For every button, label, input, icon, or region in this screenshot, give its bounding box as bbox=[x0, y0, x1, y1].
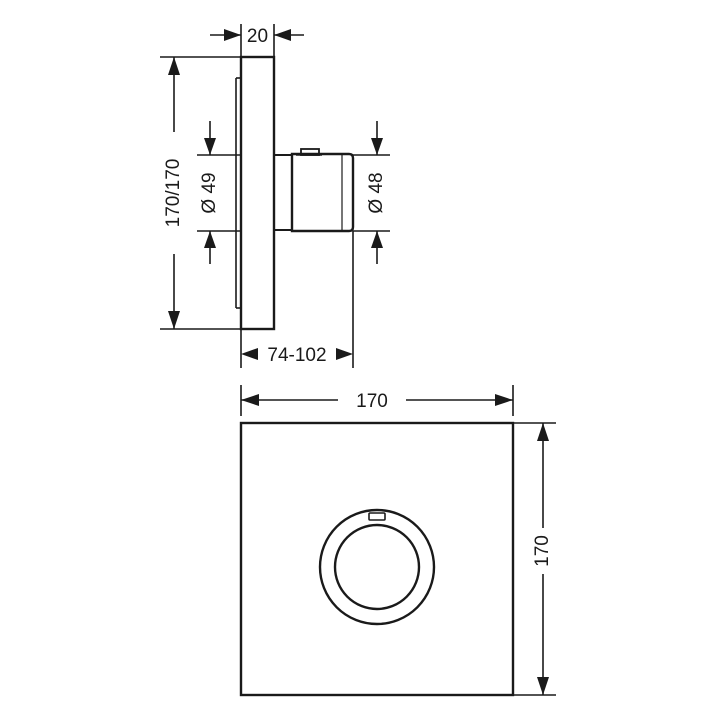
side-plate bbox=[239, 55, 276, 331]
arrow-down bbox=[371, 138, 383, 155]
side-knob-marker bbox=[300, 148, 320, 156]
arrow-down bbox=[537, 677, 549, 695]
arrow-down bbox=[204, 138, 216, 155]
front-plate bbox=[239, 421, 515, 697]
arrow-left bbox=[241, 394, 259, 406]
protrusion-label: 74-102 bbox=[267, 345, 326, 366]
dim-left-diameter: Ø 49 bbox=[197, 121, 241, 264]
left-diameter-label: Ø 49 bbox=[199, 172, 220, 213]
top-depth-label: 20 bbox=[247, 26, 268, 47]
dim-front-width: 170 bbox=[240, 385, 514, 416]
arrow-right bbox=[495, 394, 513, 406]
arrow-right bbox=[336, 348, 353, 360]
dim-top-depth: 20 bbox=[210, 24, 304, 57]
side-knob bbox=[290, 152, 355, 233]
dim-side-height: 170/170 bbox=[160, 56, 241, 330]
side-neck bbox=[273, 154, 293, 231]
arrow-right bbox=[224, 29, 241, 41]
dim-front-height: 170 bbox=[513, 422, 556, 696]
front-height-label: 170 bbox=[532, 535, 553, 567]
front-knob-marker bbox=[368, 512, 386, 521]
side-view bbox=[235, 55, 355, 331]
arrow-up bbox=[537, 423, 549, 441]
dim-right-diameter: Ø 48 bbox=[353, 121, 390, 264]
arrow-up bbox=[204, 231, 216, 248]
arrow-down bbox=[168, 311, 180, 329]
dim-protrusion: 74-102 bbox=[240, 231, 354, 368]
arrow-up bbox=[371, 231, 383, 248]
right-diameter-label: Ø 48 bbox=[366, 172, 387, 213]
front-view bbox=[239, 421, 515, 697]
front-width-label: 170 bbox=[356, 391, 388, 412]
front-knob-inner bbox=[333, 523, 421, 611]
front-knob-outer bbox=[318, 508, 436, 626]
arrow-left bbox=[274, 29, 291, 41]
arrow-left bbox=[241, 348, 258, 360]
side-height-label: 170/170 bbox=[163, 159, 184, 228]
arrow-up bbox=[168, 57, 180, 75]
